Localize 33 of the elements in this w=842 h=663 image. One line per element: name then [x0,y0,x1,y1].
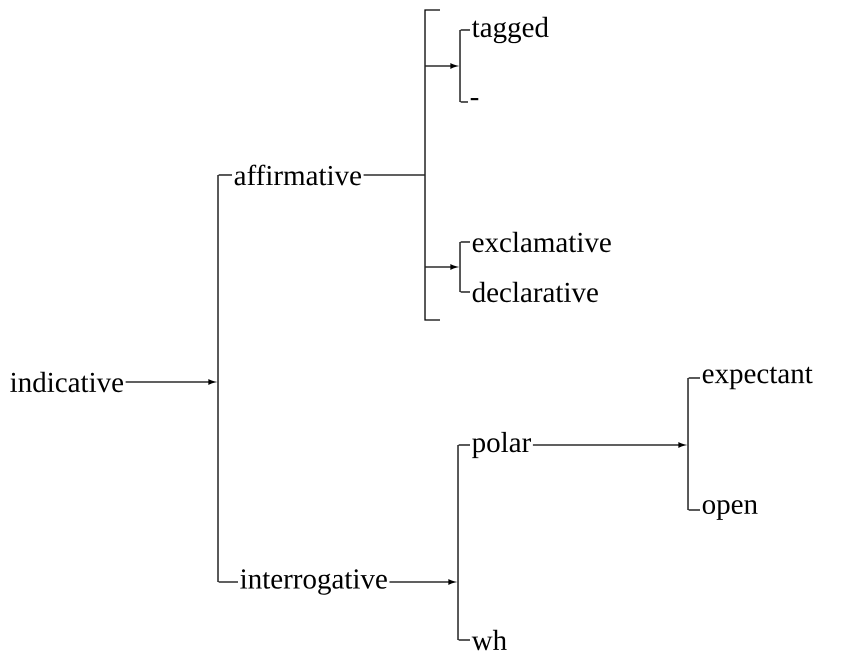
system-bracket [457,445,459,640]
term-label: open [702,500,758,520]
term-label: declarative [472,282,598,302]
term-label: wh [472,630,507,650]
arrow [126,379,215,385]
system-bracket [217,175,219,582]
system-bracket [687,378,689,510]
connector-line [458,639,470,641]
connector-line [218,174,232,176]
connector-line [364,174,424,176]
connector-line [688,377,700,379]
term-label: expectant [702,366,813,390]
term-label: indicative [10,372,124,392]
term-label: - [470,98,478,100]
system-bracket [459,30,461,102]
connector-line [688,509,700,511]
term-label: exclamative [472,232,611,252]
system-bracket [424,9,440,321]
term-label: interrogative [240,569,387,595]
connector-line [460,241,470,243]
term-label: tagged [472,16,549,44]
term-label: polar [472,432,531,458]
connector-line [458,444,470,446]
term-label: affirmative [234,164,361,186]
arrow [426,264,458,270]
arrow [532,442,686,448]
arrow [426,63,458,69]
system-bracket [459,242,461,292]
connector-line [460,291,470,293]
arrow [389,579,455,585]
connector-line [460,101,468,103]
connector-line [460,29,470,31]
connector-line [218,581,238,583]
